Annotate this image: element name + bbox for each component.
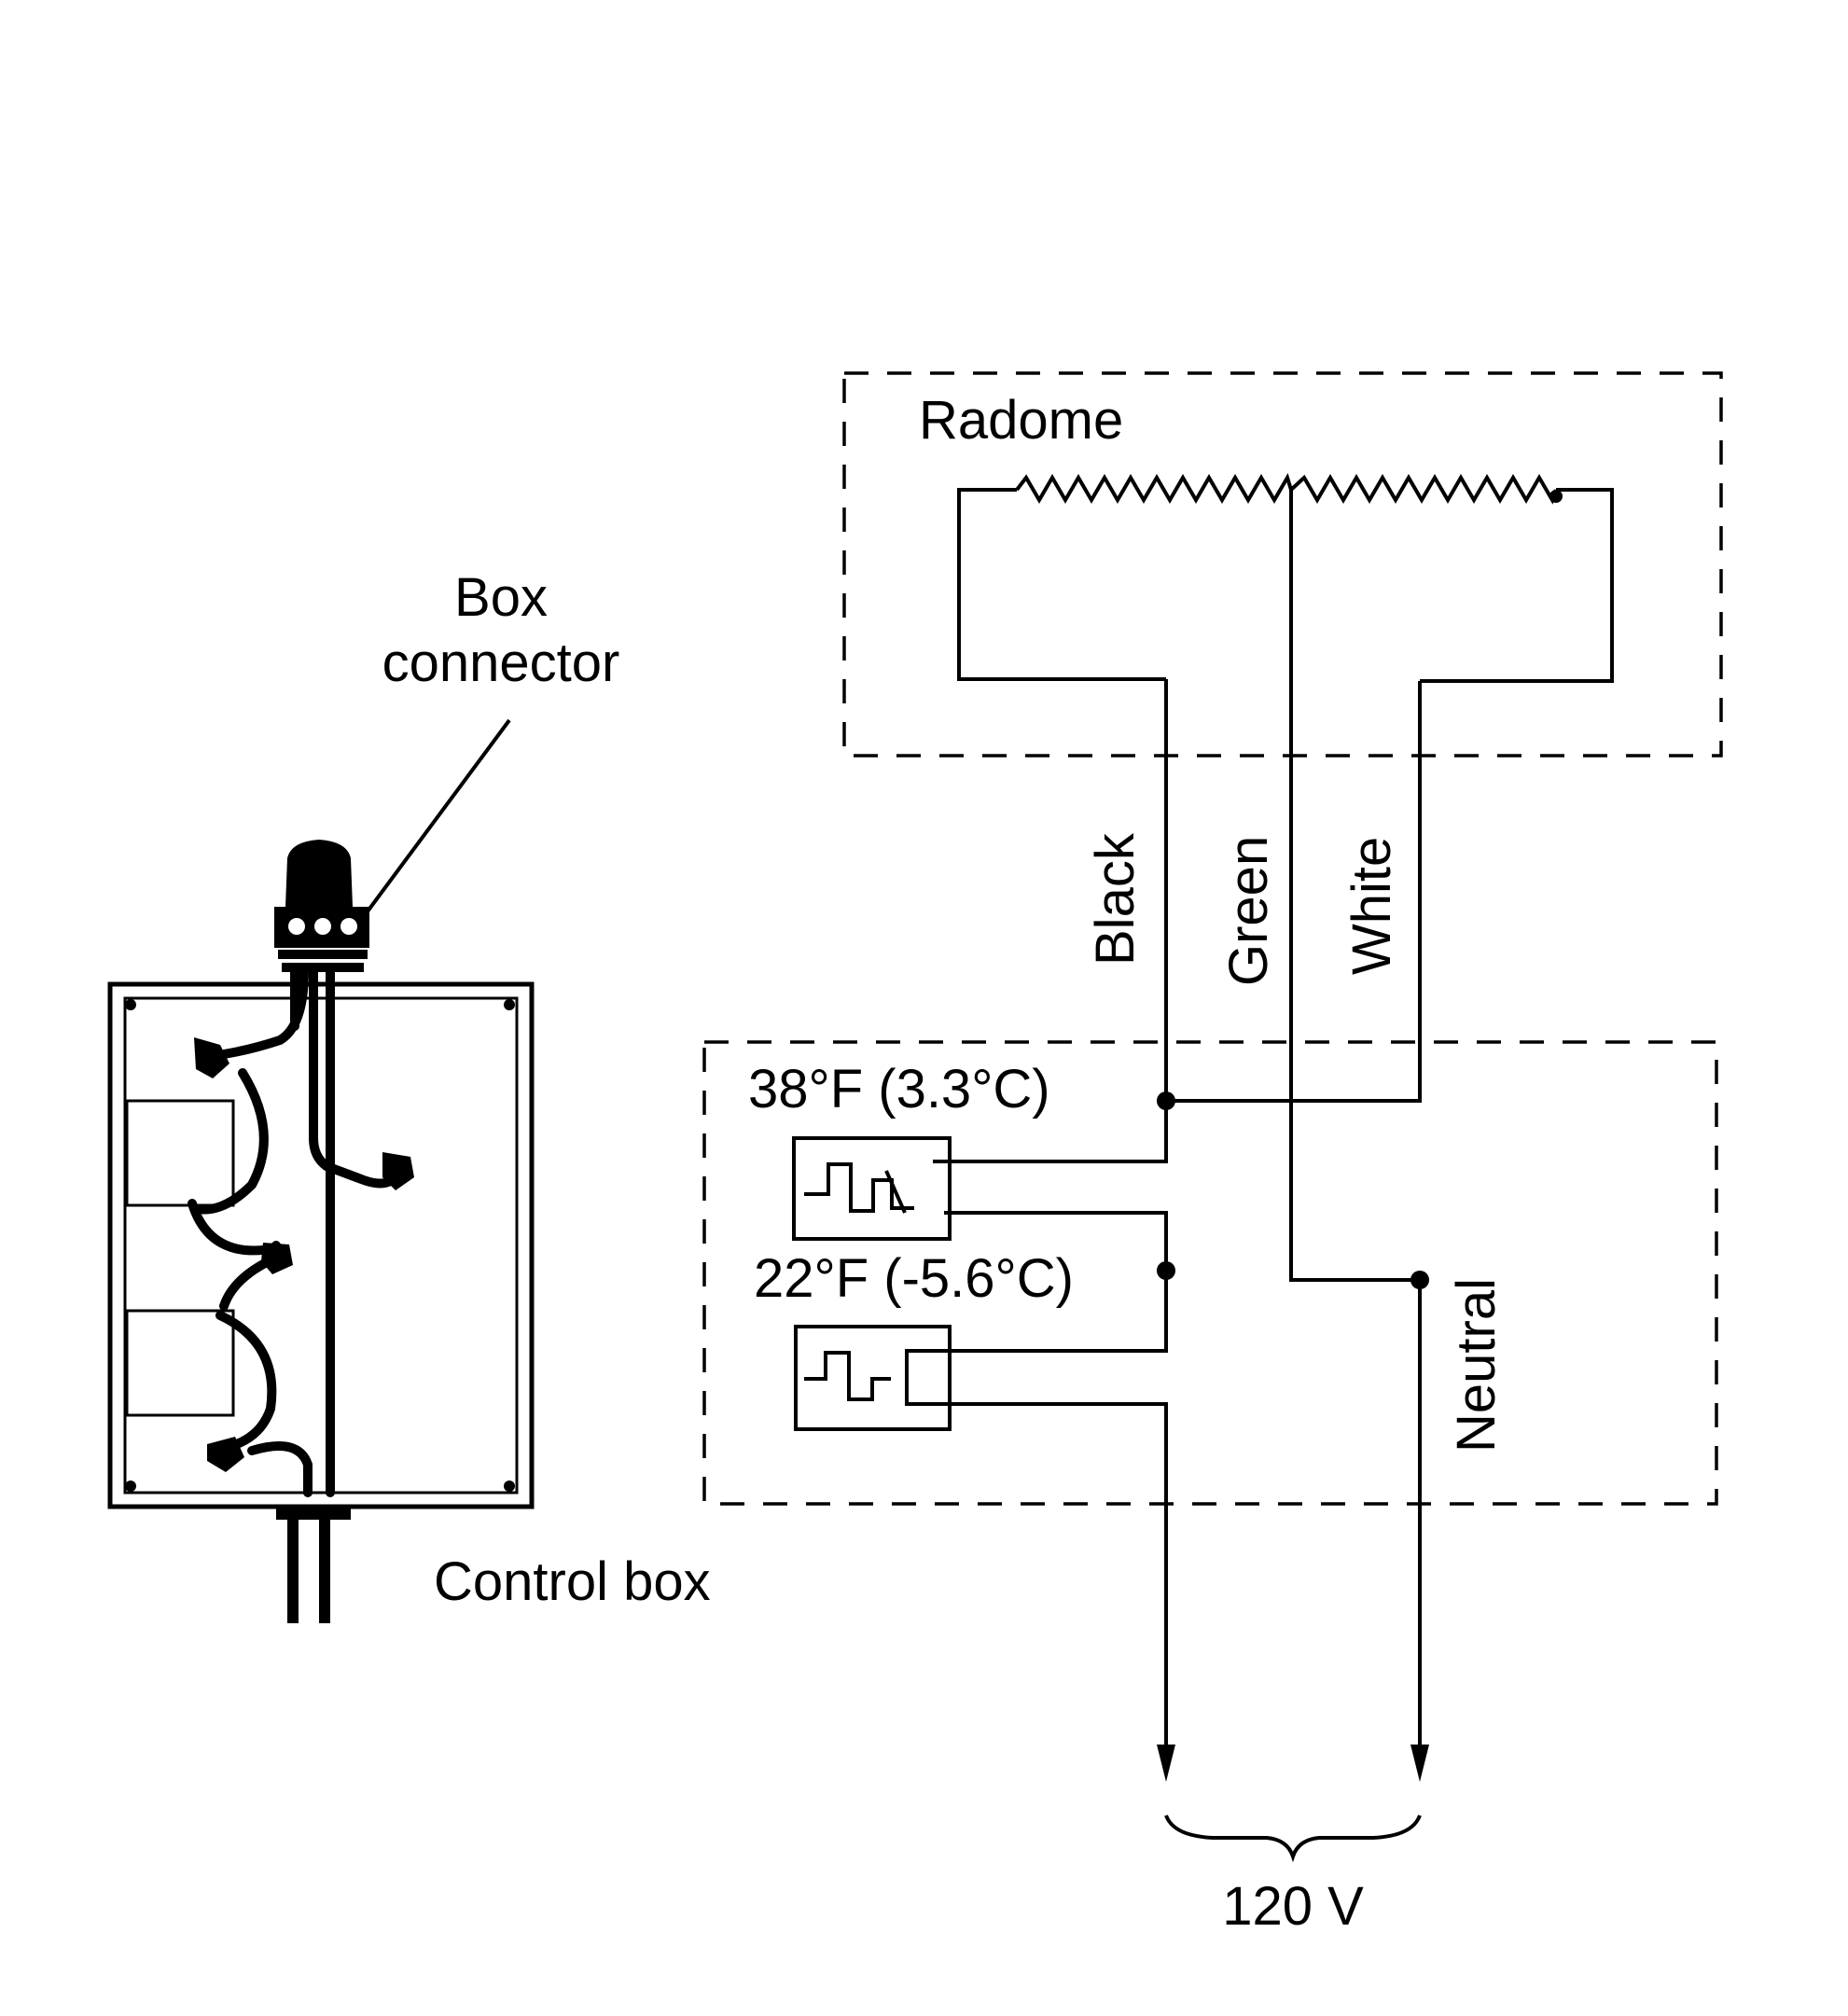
junction-dot [1410, 1271, 1429, 1289]
radome-label: Radome [919, 390, 1123, 451]
junction-dot [1157, 1091, 1175, 1110]
wire-nut-icon [261, 1243, 293, 1274]
thermostat-block [125, 1309, 235, 1417]
radome-enclosure [842, 371, 1723, 758]
thermostat-block [125, 1099, 235, 1207]
brace-icon [1164, 1814, 1422, 1863]
white-wire [1166, 681, 1422, 1103]
leader-line [360, 718, 511, 921]
thermostat-high-label: 38°F (3.3°C) [748, 1059, 1050, 1119]
black-wire-label: Black [1085, 832, 1146, 966]
control-box-enclosure [702, 1040, 1718, 1506]
arrow-down-icon [1157, 1745, 1175, 1782]
white-wire-label: White [1341, 837, 1402, 975]
box-connector-label: Box [454, 567, 548, 628]
thermostat-switch-icon [794, 1325, 952, 1431]
thermostat-switch-icon [792, 1136, 952, 1241]
control-box-label: Control box [434, 1551, 711, 1612]
junction-dot [1157, 1261, 1175, 1280]
screw-icon [125, 999, 136, 1010]
black-wire [944, 679, 1168, 1163]
green-wire-label: Green [1218, 836, 1279, 986]
voltage-label: 120 V [1222, 1876, 1364, 1937]
screw-icon [504, 1481, 515, 1492]
neutral-wire-label: Neutral [1446, 1278, 1507, 1453]
control-box-illustration [107, 718, 535, 1623]
wire-nut-icon [382, 1152, 414, 1190]
box-connector-label-2: connector [382, 633, 620, 693]
thermostat-low-label: 22°F (-5.6°C) [754, 1248, 1074, 1309]
box-connector-icon [274, 840, 369, 972]
arrow-down-icon [1410, 1745, 1429, 1782]
heater-element [957, 473, 1614, 683]
green-wire [1289, 490, 1420, 1282]
wire-nut-icon [194, 1037, 229, 1078]
screw-icon [125, 1481, 136, 1492]
screw-icon [504, 999, 515, 1010]
wire-nut-icon [207, 1437, 244, 1472]
